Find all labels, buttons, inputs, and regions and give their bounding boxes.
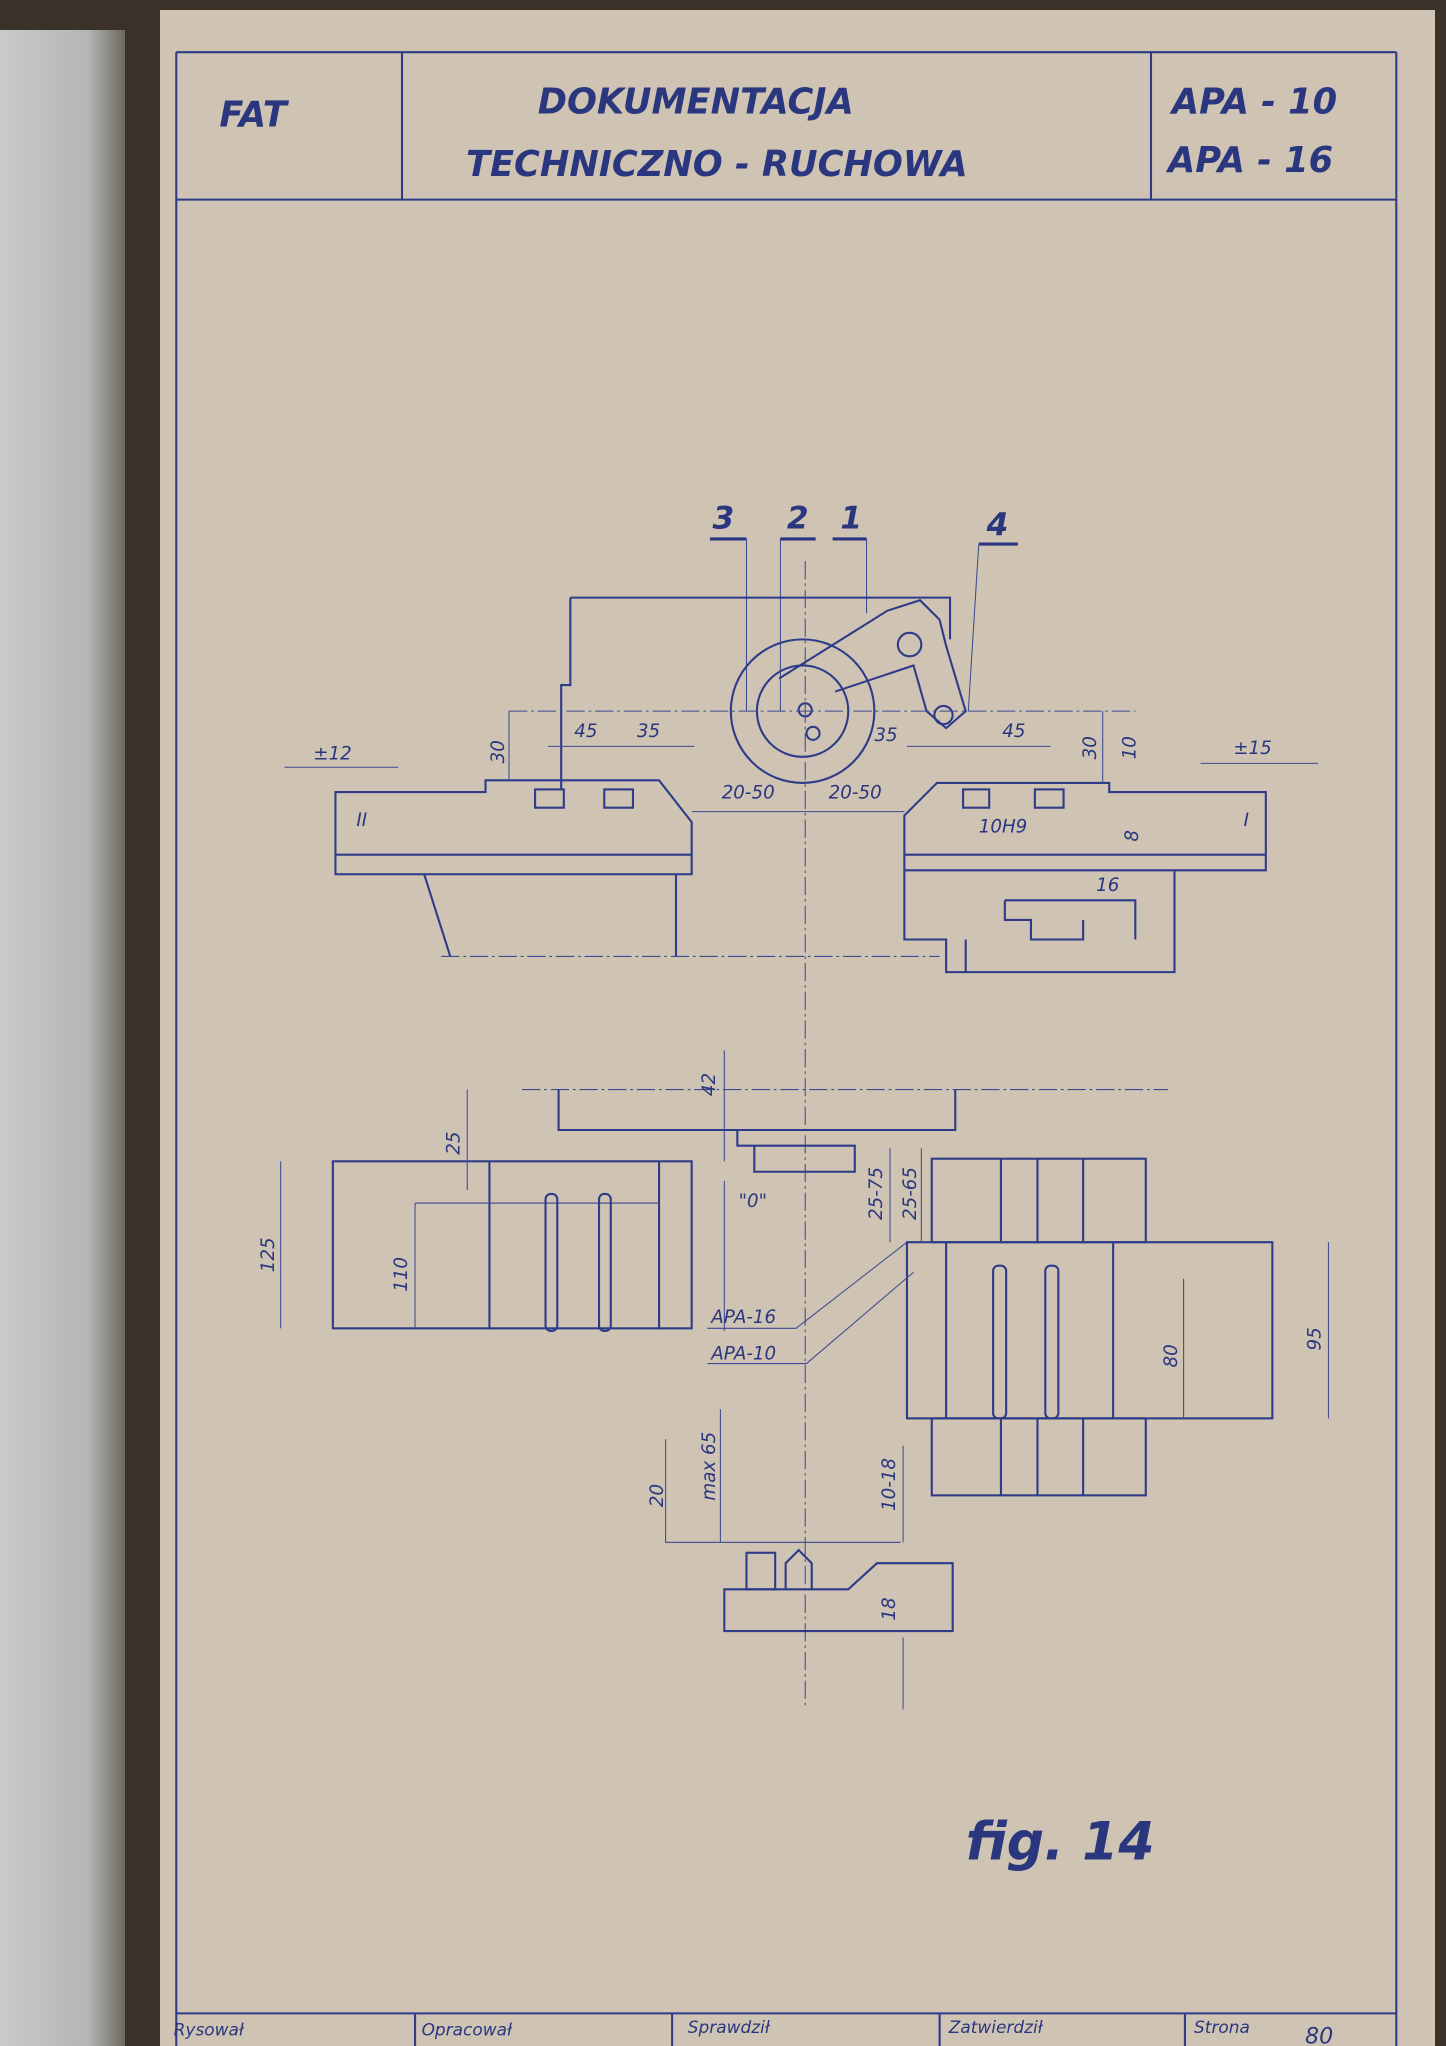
dim-left-travel: ±12 [313, 743, 352, 764]
dim-45-right: 45 [1002, 721, 1025, 742]
doc-title-line1: DOKUMENTACJA [538, 82, 854, 123]
label-apa16: APA-16 [710, 1307, 776, 1328]
tool-view: 20 max 65 10-18 18 [647, 1409, 954, 1710]
footer-drawn: Rysował [174, 2020, 245, 2040]
part-label-1: 1 [840, 500, 862, 536]
footer-page-number: 80 [1305, 2023, 1333, 2046]
dim-25: 25 [443, 1132, 464, 1155]
dim-18: 18 [879, 1597, 900, 1620]
dim-45-left: 45 [574, 721, 597, 742]
dim-h-left: 30 [488, 740, 509, 763]
drawing-sheet [160, 10, 1435, 2046]
dim-8: 8 [1122, 830, 1143, 842]
footer-checked: Sprawdził [688, 2017, 771, 2037]
part-label-4: 4 [986, 507, 1009, 543]
part-label-2: 2 [787, 500, 809, 536]
side-view: 42 25 125 110 "0" 25-75 25-65 APA-16 APA… [258, 1050, 1329, 1497]
company-name: FAT [219, 95, 289, 136]
footer-prepared: Opracował [422, 2020, 513, 2040]
label-apa10: APA-10 [710, 1344, 776, 1365]
zero-mark: "0" [739, 1191, 767, 1212]
dim-125: 125 [258, 1237, 279, 1272]
model-apa16: APA - 16 [1165, 140, 1333, 181]
dim-35-right: 35 [874, 725, 897, 746]
footer-approved: Zatwierdził [948, 2017, 1044, 2037]
top-view: 3 2 1 4 II I ±12 ±15 30 45 35 35 [284, 500, 1319, 1710]
sheet-frame [175, 51, 1398, 2046]
dim-gap-left: 20-50 [722, 783, 775, 804]
side-label-ii: II [356, 810, 367, 831]
dim-right-travel: ±15 [1233, 738, 1272, 759]
dim-gap-right: 20-50 [829, 783, 882, 804]
dim-max65: max 65 [699, 1432, 720, 1501]
side-label-i: I [1244, 810, 1249, 831]
part-label-3: 3 [713, 500, 735, 536]
dim-10: 10 [1119, 736, 1140, 759]
dim-110: 110 [391, 1257, 412, 1292]
dim-slot: 10H9 [979, 816, 1028, 837]
dim-16: 16 [1096, 875, 1119, 896]
model-apa10: APA - 10 [1169, 82, 1337, 123]
adjacent-page [0, 30, 125, 2046]
doc-title-line2: TECHNICZNO - RUCHOWA [466, 144, 968, 185]
footer-page-label: Strona [1194, 2017, 1250, 2037]
figure-label: fig. 14 [966, 1812, 1155, 1872]
dim-80: 80 [1161, 1344, 1182, 1367]
dim-35-left: 35 [637, 721, 660, 742]
dim-25-75: 25-75 [866, 1167, 887, 1220]
dim-42: 42 [699, 1073, 720, 1096]
dim-h-right: 30 [1080, 736, 1101, 759]
dim-20: 20 [647, 1484, 668, 1507]
dim-95: 95 [1305, 1327, 1326, 1350]
dim-25-65: 25-65 [900, 1167, 921, 1220]
dim-10-18: 10-18 [879, 1458, 900, 1511]
